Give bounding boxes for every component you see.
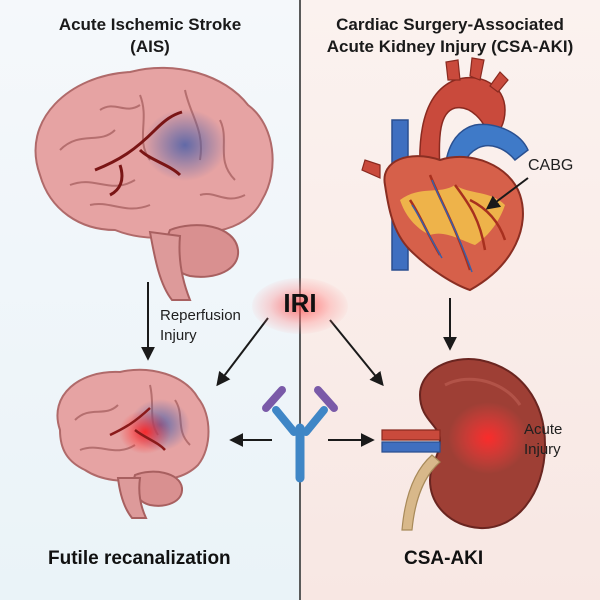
small-brain-illustration <box>56 368 210 519</box>
ischemic-region <box>143 109 227 181</box>
pulmonary-artery <box>444 123 529 182</box>
reperfusion-injury-label: Reperfusion Injury <box>160 306 241 346</box>
csa-aki-title-line1: Cardiac Surgery-Associated <box>336 15 564 34</box>
antibody-icon <box>262 386 338 483</box>
renal-artery <box>381 429 441 441</box>
csa-aki-label: CSA-AKI <box>404 548 484 569</box>
iri-glow <box>252 278 348 334</box>
renal-vein <box>381 441 441 453</box>
kidney-illustration <box>381 358 547 531</box>
iri-to-kidney-arrow <box>329 319 384 387</box>
large-brain-illustration <box>34 66 274 301</box>
brain-stem <box>148 230 192 301</box>
ais-title-line1: Acute Ischemic Stroke <box>58 15 242 34</box>
acute-injury-line2: Injury <box>524 441 561 458</box>
acute-injury-glow <box>448 402 528 474</box>
iri-label: IRI <box>283 288 317 318</box>
acute-injury-label: Acute Injury <box>524 420 562 460</box>
reperfusion-label-line2: Injury <box>160 327 197 344</box>
cabg-callout-arrow <box>485 177 529 210</box>
heart-illustration <box>361 57 529 292</box>
csa-aki-title-line2: Acute Kidney Injury (CSA-AKI) <box>326 37 574 56</box>
csa-aki-title: Cardiac Surgery-Associated Acute Kidney … <box>300 14 600 58</box>
futile-recanalization-label: Futile recanalization <box>48 548 231 569</box>
acute-injury-line1: Acute <box>524 421 563 438</box>
reperfusion-label-line1: Reperfusion <box>160 307 241 324</box>
ais-title: Acute Ischemic Stroke (AIS) <box>0 14 300 58</box>
occluded-vessel <box>94 110 183 197</box>
iri-to-brain-arrow <box>216 317 269 387</box>
aorta <box>419 76 506 171</box>
ureter <box>401 454 441 531</box>
cabg-label: CABG <box>528 157 574 174</box>
ais-title-line2: (AIS) <box>130 37 170 56</box>
